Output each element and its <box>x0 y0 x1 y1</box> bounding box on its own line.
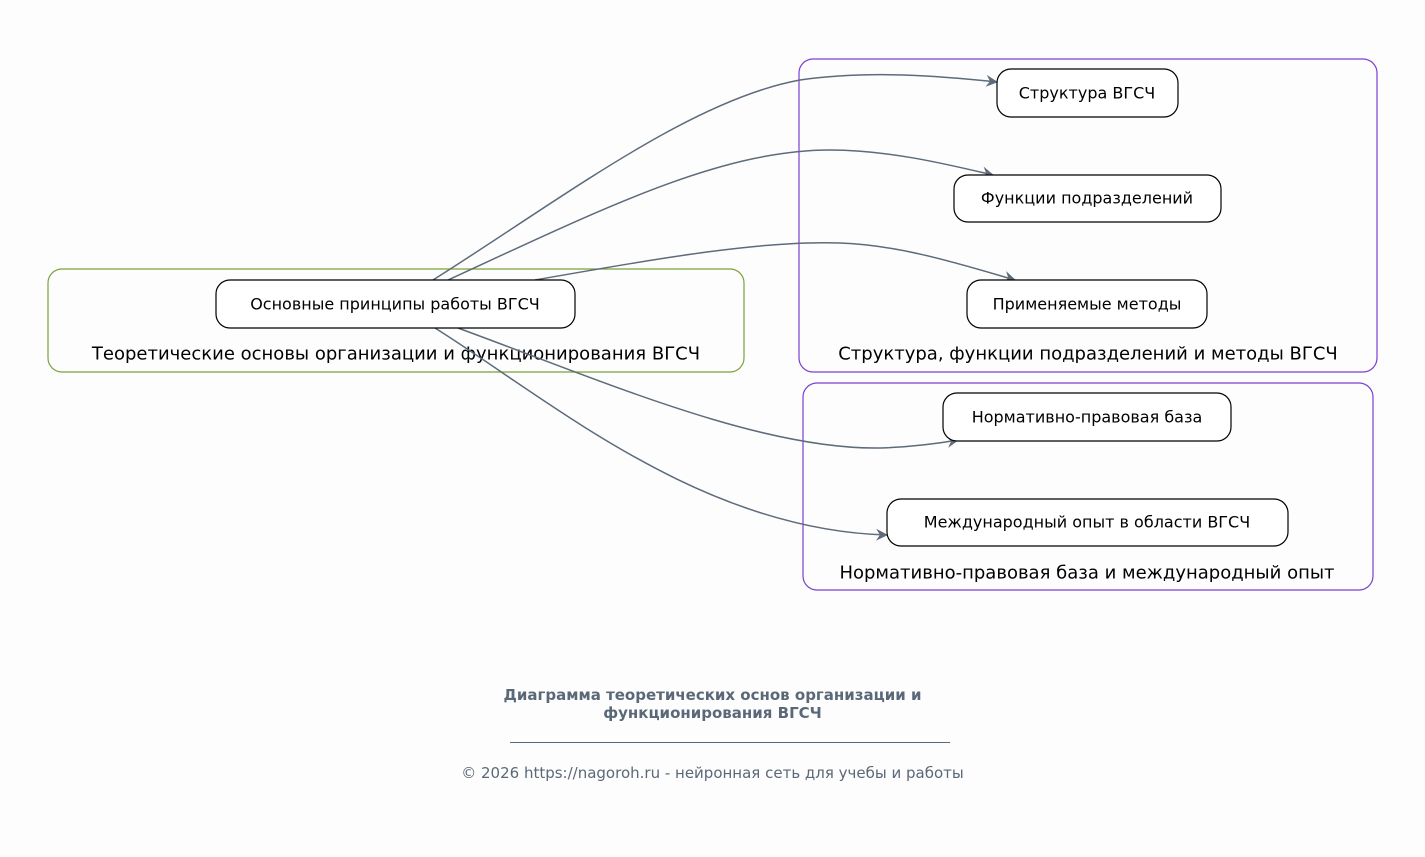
edge-main-international <box>434 327 888 541</box>
cluster-label: Нормативно-правовая база и международный… <box>839 563 1334 584</box>
node-functions[interactable]: Функции подразделений <box>953 174 1222 223</box>
cluster-label: Структура, функции подразделений и метод… <box>838 344 1338 365</box>
caption-divider <box>510 742 950 743</box>
node-label: Структура ВГСЧ <box>1019 84 1156 103</box>
cluster-label: Теоретические основы организации и функц… <box>91 344 700 365</box>
cluster-legal: Нормативно-правовая база и международный… <box>802 382 1374 591</box>
title-line-2: функционирования ВГСЧ <box>603 704 822 722</box>
node-label: Применяемые методы <box>993 295 1182 314</box>
node-label: Основные принципы работы ВГСЧ <box>250 295 540 314</box>
footer-copyright: © 2026 https://nagoroh.ru - нейронная се… <box>461 764 964 782</box>
diagram-title: Диаграмма теоретических основ организаци… <box>0 686 1425 722</box>
cluster-theory: Теоретические основы организации и функц… <box>47 268 745 373</box>
node-main[interactable]: Основные принципы работы ВГСЧ <box>215 279 576 329</box>
node-structure[interactable]: Структура ВГСЧ <box>996 68 1179 118</box>
edges <box>432 73 1016 541</box>
title-line-1: Диаграмма теоретических основ организаци… <box>503 686 922 704</box>
edge-main-functions <box>447 149 994 281</box>
node-label: Функции подразделений <box>981 189 1193 208</box>
node-international[interactable]: Международный опыт в области ВГСЧ <box>886 498 1289 547</box>
node-legal[interactable]: Нормативно-правовая база <box>942 392 1232 442</box>
cluster-structure: Структура, функции подразделений и метод… <box>798 58 1378 373</box>
node-label: Международный опыт в области ВГСЧ <box>924 513 1250 532</box>
node-label: Нормативно-правовая база <box>972 408 1203 427</box>
edge-main-methods <box>534 241 1016 283</box>
edge-main-legal <box>457 327 959 449</box>
node-methods[interactable]: Применяемые методы <box>966 279 1208 329</box>
edge-main-structure <box>432 73 998 281</box>
